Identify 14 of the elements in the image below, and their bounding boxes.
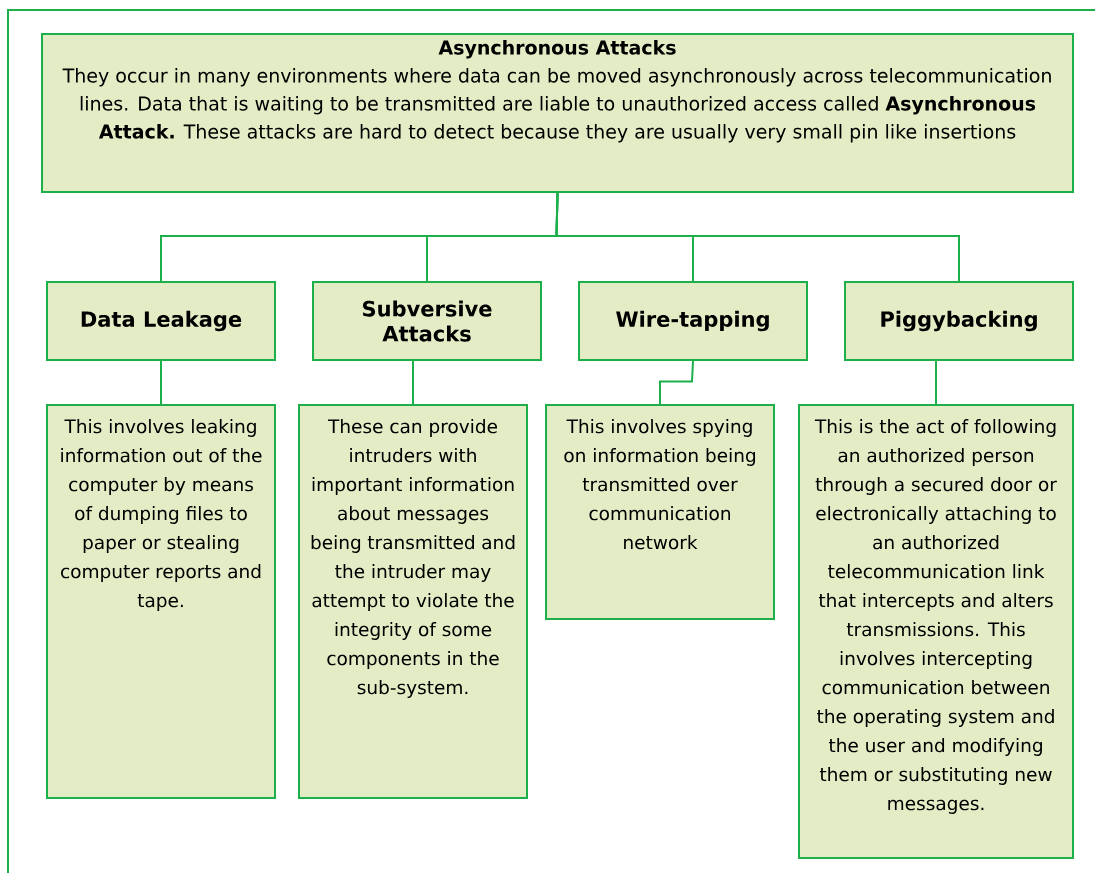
connector-line bbox=[935, 360, 937, 405]
category-box: Wire-tapping bbox=[578, 281, 808, 361]
connector-line bbox=[555, 192, 960, 282]
description-box: These can provide intruders with important information about messages being transmitted and the intruder may attempt to violate the integrity of some components in the sub-system. bbox=[298, 404, 528, 799]
connector-line bbox=[659, 360, 694, 405]
description-box: This involves leaking information out of the computer by means of dumping files to paper or stealing computer reports and tape. bbox=[46, 404, 276, 799]
connector-line bbox=[160, 360, 162, 405]
category-box: Subversive Attacks bbox=[312, 281, 542, 361]
category-box: Piggybacking bbox=[844, 281, 1074, 361]
description-box: This involves spying on information being transmitted over communication network bbox=[545, 404, 775, 620]
description-box: This is the act of following an authorized person through a secured door or electronically attaching to an authorized telecommunication link that intercepts and alters transmissions. This involves intercepting communication between the operating system and the user and modifying them or substituting new messages. bbox=[798, 404, 1074, 859]
category-box: Data Leakage bbox=[46, 281, 276, 361]
connector-line bbox=[412, 360, 414, 405]
summary-box: Asynchronous Attacks They occur in many environments where data can be moved asynchronously across telecommunication lines. Data that is waiting to be transmitted are liable to unauthorized access called Asynchronous Attack. These attacks are hard to detect because they are usually very small pin like insertions bbox=[41, 33, 1074, 193]
